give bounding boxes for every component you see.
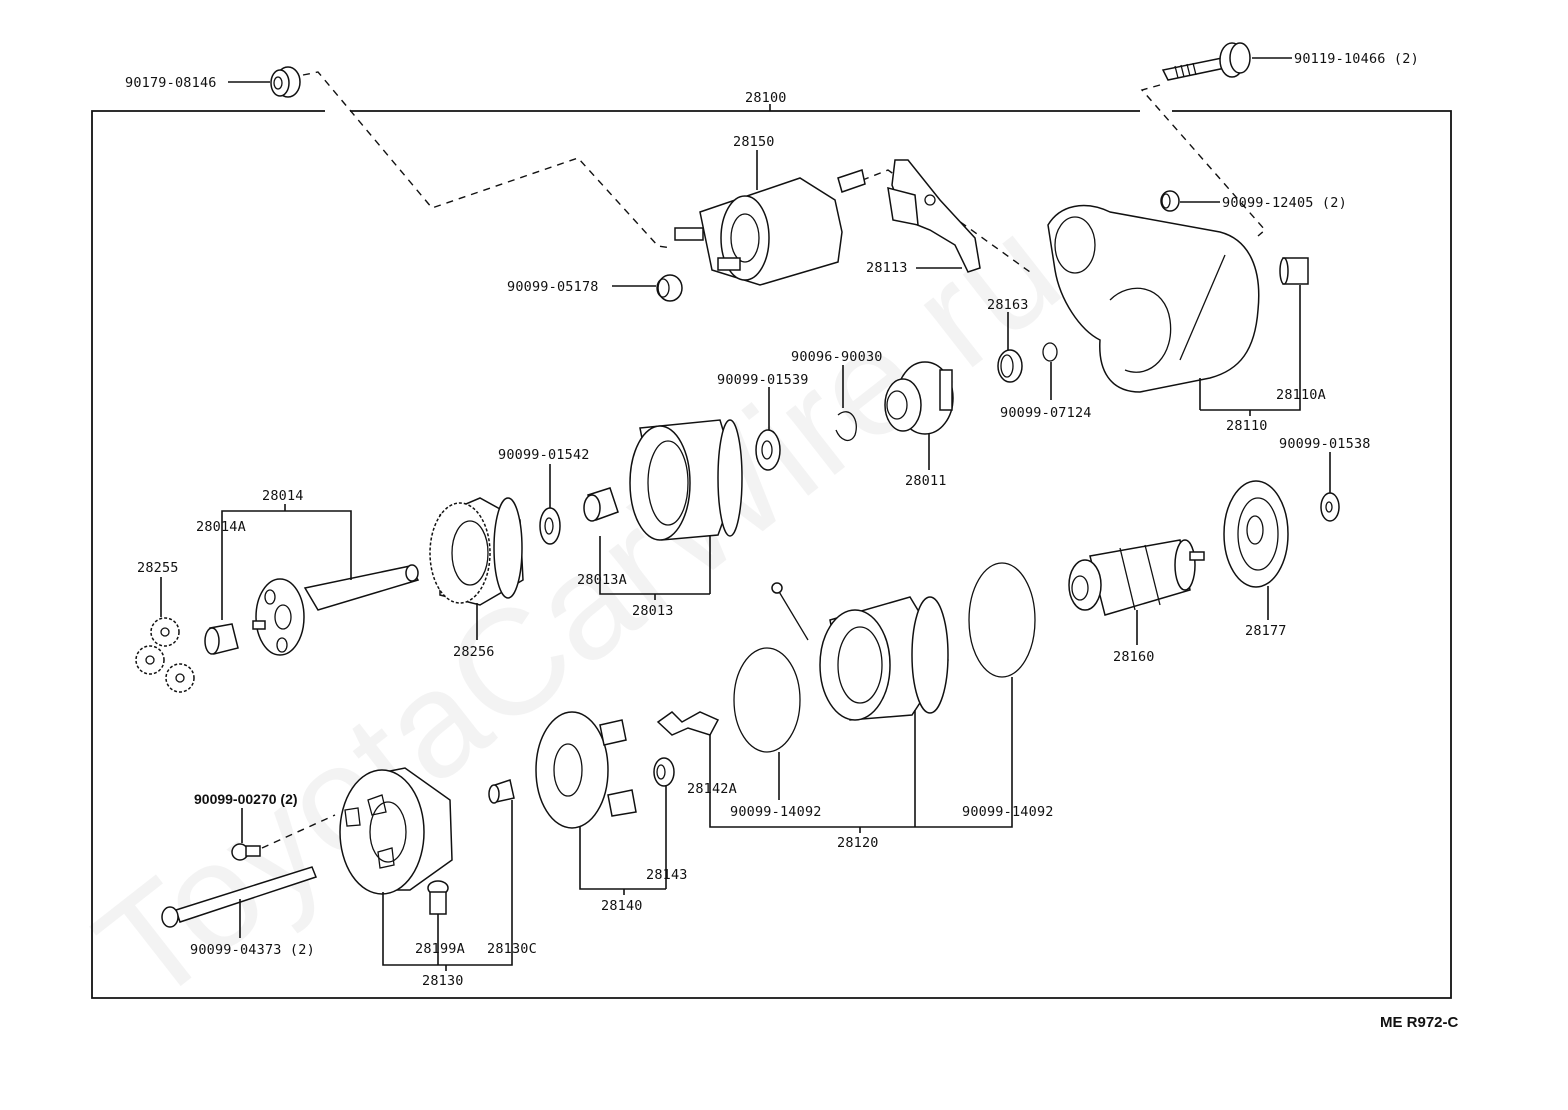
dashed-leader-screw [261, 814, 336, 849]
screw-icon [231, 843, 261, 861]
label-90099-04373: 90099-04373 (2) [190, 942, 315, 958]
label-28160: 28160 [1113, 649, 1155, 665]
label-28199A: 28199A [415, 941, 465, 957]
label-90099-00270: 90099-00270 (2) [194, 791, 298, 807]
brush-holder-icon [535, 711, 637, 829]
label-28110A: 28110A [1276, 387, 1326, 403]
label-28130C: 28130C [487, 941, 537, 957]
reference-code: ME R972-C [1380, 1014, 1459, 1031]
field-yoke-icon [771, 582, 949, 721]
label-28014A: 28014A [196, 519, 246, 535]
o-ring-left-icon [733, 647, 801, 753]
thrust-washer-icon [539, 507, 561, 545]
armature-icon [1068, 539, 1205, 616]
starter-clutch-icon [884, 361, 954, 435]
label-28142A: 28142A [687, 781, 737, 797]
label-28110: 28110 [1226, 418, 1268, 434]
label-90119-10466: 90119-10466 (2) [1294, 51, 1419, 67]
label-28140: 28140 [601, 898, 643, 914]
solenoid-icon [674, 169, 866, 286]
end-plate-icon [1223, 480, 1289, 588]
label-28100: 28100 [745, 90, 787, 106]
label-28014: 28014 [262, 488, 304, 504]
label-28130: 28130 [422, 973, 464, 989]
label-90099-14092-a: 90099-14092 [730, 804, 822, 820]
planetary-gears-icon [135, 617, 195, 693]
washer-icon [755, 429, 781, 471]
dashed-leader-nut [302, 71, 673, 249]
label-90179-08146: 90179-08146 [125, 75, 217, 91]
retainer-ring-icon [997, 349, 1023, 383]
internal-gear-icon [429, 497, 524, 606]
o-ring-right-icon [968, 562, 1036, 678]
brush-clip-icon [656, 711, 720, 736]
label-90099-14092-b: 90099-14092 [962, 804, 1054, 820]
label-28177: 28177 [1245, 623, 1287, 639]
label-90099-07124: 90099-07124 [1000, 405, 1092, 421]
label-90099-01539: 90099-01539 [717, 372, 809, 388]
label-28255: 28255 [137, 560, 179, 576]
label-90099-01538: 90099-01538 [1279, 436, 1371, 452]
label-28143: 28143 [646, 867, 688, 883]
shaft-bushing-icon [204, 623, 239, 655]
label-90099-01542: 90099-01542 [498, 447, 590, 463]
bushing-icon [656, 274, 683, 302]
snap-ring-icon [1042, 342, 1058, 362]
label-28120: 28120 [837, 835, 879, 851]
assembly-frame [91, 104, 1452, 999]
label-28011: 28011 [905, 473, 947, 489]
label-90099-12405: 90099-12405 (2) [1222, 195, 1347, 211]
gear-cover-icon [629, 419, 743, 541]
carrier-bushing-icon [583, 487, 619, 522]
collar-icon [1160, 190, 1180, 212]
label-28163: 28163 [987, 297, 1029, 313]
label-90099-05178: 90099-05178 [507, 279, 599, 295]
grommet-icon [427, 880, 449, 915]
bolt-icon [1161, 42, 1251, 81]
housing-bushing-icon [1279, 257, 1309, 285]
brush-spring-icon [653, 757, 675, 787]
end-frame-icon [339, 767, 453, 895]
label-90096-90030: 90096-90030 [791, 349, 883, 365]
through-bolt-icon [161, 866, 317, 928]
nut-icon [270, 66, 301, 98]
label-28013A: 28013A [577, 572, 627, 588]
small-washer-icon [1320, 492, 1340, 522]
label-28013: 28013 [632, 603, 674, 619]
output-shaft-icon [252, 564, 420, 656]
label-28256: 28256 [453, 644, 495, 660]
label-28150: 28150 [733, 134, 775, 150]
drive-lever-icon [887, 159, 981, 273]
drive-housing-icon [1047, 204, 1260, 393]
end-frame-bushing-icon [488, 779, 515, 804]
circlip-icon [835, 411, 857, 442]
dashed-leader-bolt [1140, 84, 1266, 237]
label-28113: 28113 [866, 260, 908, 276]
